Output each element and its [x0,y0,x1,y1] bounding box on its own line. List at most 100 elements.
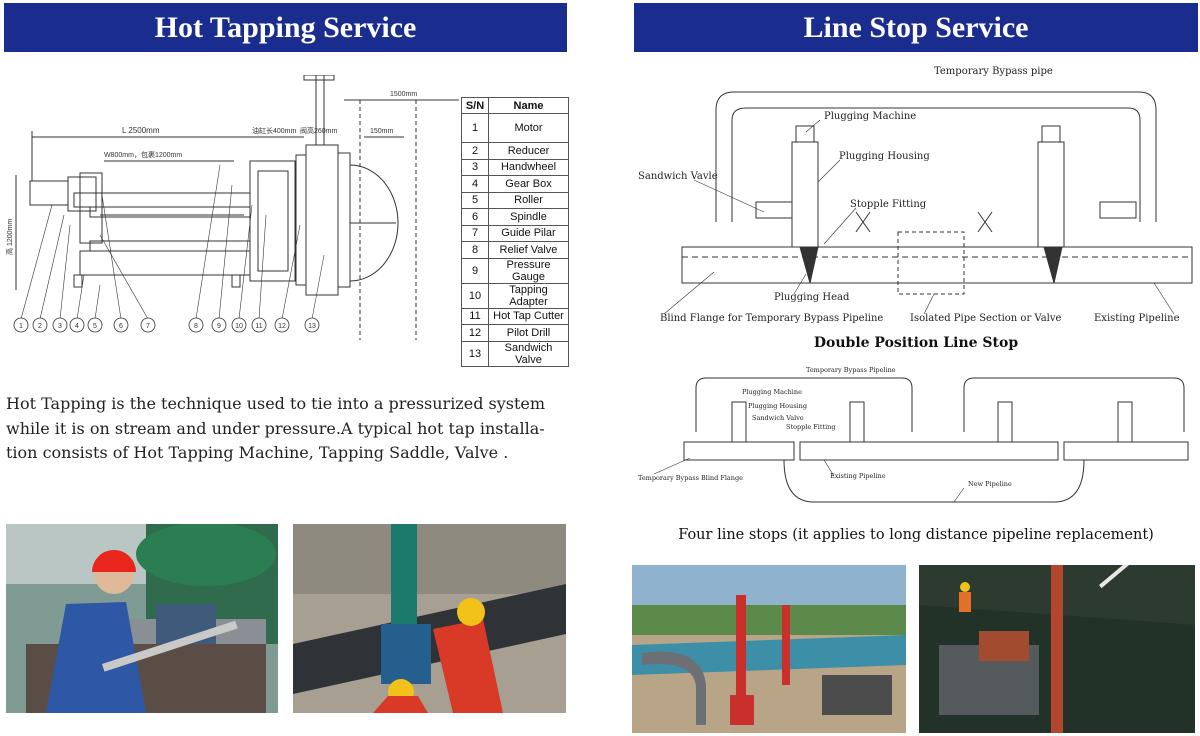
dim-1500: 1500mm [390,91,417,98]
hot-tapping-title: Hot Tapping Service [4,3,567,52]
label-plugging-machine: Plugging Machine [824,111,916,122]
photo-hot-tapping-field-work [293,524,566,713]
callout-circle [32,317,48,333]
part-sn: 10 [461,282,489,309]
parts-table-header: S/N Name [461,97,569,114]
callout-number: 7 [146,323,150,330]
callout-circle [13,317,29,333]
dim-length: L 2500mm [122,126,160,135]
part-sn: 4 [461,175,489,193]
label2-bypass: Temporary Bypass Pipeline [806,366,896,374]
photo-hot-tapping-machine-worker [6,524,278,713]
callout-number: 13 [308,323,316,330]
part-name: Pressure Gauge [488,257,569,284]
callout-number: 2 [38,323,42,330]
hot-drawing-dimension-labels: L 2500mm W800mm，包裹1200mm 油缸长400mm 阀高260m… [5,91,417,255]
callout-circle [211,317,227,333]
callout-circle [274,317,290,333]
dim-400: 油缸长400mm [252,126,297,135]
part-sn: 11 [461,307,489,325]
callout-number: 1 [19,323,23,330]
label-isolated-section: Isolated Pipe Section or Valve [910,313,1062,324]
part-sn: 8 [461,241,489,259]
part-name: Reducer [488,142,569,160]
callout-number: 12 [278,323,286,330]
callout-circle [113,317,129,333]
label2-plugging-housing: Plugging Housing [748,402,807,410]
caption-double-position: Double Position Line Stop [813,335,1019,351]
label-plugging-head: Plugging Head [774,292,850,303]
callout-number: 8 [194,323,198,330]
callout-number: 4 [75,323,79,330]
photo-line-stop-site-tunnel [919,565,1195,733]
callout-circle [140,317,156,333]
callout-number: 11 [255,323,262,330]
callout-circle [251,317,267,333]
line-stop-title: Line Stop Service [634,3,1198,52]
label2-existing: Existing Pipeline [830,472,886,480]
double-position-line-stop-diagram: Temporary Bypass pipe Plugging Machine P… [638,66,1193,324]
header-name: Name [488,97,569,114]
label2-new-pipeline: New Pipeline [968,480,1012,488]
part-sn: 9 [461,257,489,284]
part-sn: 5 [461,191,489,209]
header-sn: S/N [461,97,489,114]
callout-circle [69,317,85,333]
callout-number: 5 [93,323,97,330]
dim-150: 150mm [370,128,394,135]
part-sn: 6 [461,208,489,226]
part-sn: 7 [461,224,489,242]
callout-number: 9 [217,323,221,330]
callout-circle [231,317,247,333]
part-name: Guide Pilar [488,224,569,242]
part-sn: 2 [461,142,489,160]
dim-height: 高 1200mm [5,219,14,255]
dim-width: W800mm，包裹1200mm [104,150,182,159]
callout-circle [52,317,68,333]
part-name: Hot Tap Cutter [488,307,569,325]
callout-number: 6 [119,323,123,330]
callout-number: 10 [235,323,243,330]
part-sn: 12 [461,324,489,342]
four-line-stops-diagram: Temporary Bypass Pipeline Plugging Machi… [638,366,1189,503]
label-plugging-housing: Plugging Housing [839,151,930,162]
part-name: Tapping Adapter [488,282,569,309]
caption-four-line-stops: Four line stops (it applies to long dist… [678,527,1154,543]
photo-line-stop-site-outdoor [632,565,906,733]
part-name: Roller [488,191,569,209]
hot-tapping-machine-drawing: L 2500mm W800mm，包裹1200mm 油缸长400mm 阀高260m… [5,75,459,340]
callout-number: 3 [58,323,62,330]
label-blind-flange: Blind Flange for Temporary Bypass Pipeli… [660,313,883,324]
part-sn: 3 [461,158,489,176]
label-stopple-fitting: Stopple Fitting [850,199,927,210]
hot-tapping-description: Hot Tapping is the technique used to tie… [6,394,546,462]
label2-plugging-machine: Plugging Machine [742,388,802,396]
label2-blind-flange: Temporary Bypass Blind Flange [638,474,743,482]
dim-260: 阀高260mm [300,126,338,135]
part-name: Motor [488,113,569,143]
part-name: Sandwich Valve [488,340,569,367]
label2-sandwich-valve: Sandwich Valve [752,414,804,422]
part-name: Handwheel [488,158,569,176]
callout-circle [304,317,320,333]
label-sandwich-valve: Sandwich Vavle [638,171,718,182]
label-existing-pipeline: Existing Pipeline [1094,313,1180,324]
callout-circle [188,317,204,333]
part-sn: 1 [461,113,489,143]
part-name: Relief Valve [488,241,569,259]
callout-circle [87,317,103,333]
